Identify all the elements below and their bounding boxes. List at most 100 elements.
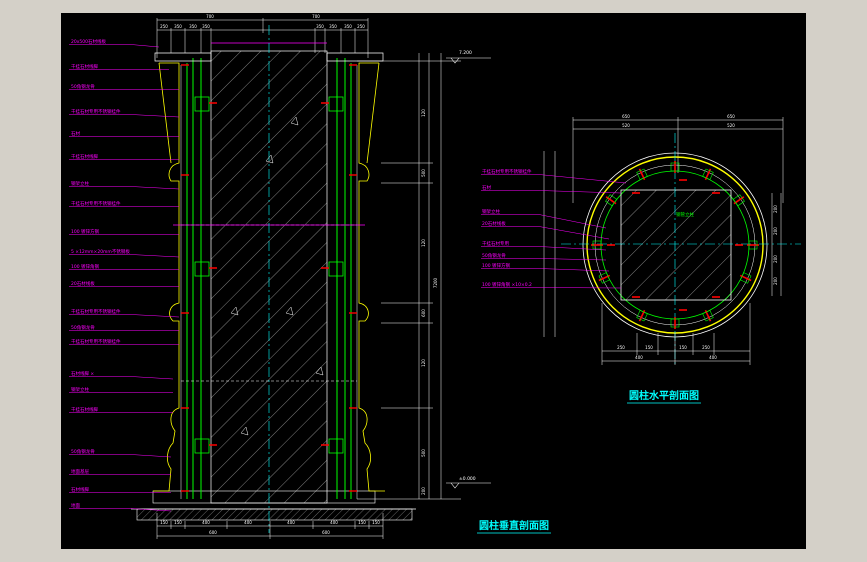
leader-label: 干挂石材线脚	[71, 63, 98, 70]
plan-leader-line	[538, 214, 607, 229]
right-dim-text: 500	[421, 449, 426, 457]
plan-bottom-dim-text: 150	[645, 345, 653, 350]
plan-leader-line	[538, 174, 627, 184]
plan-leader-label: 100 镀锌角钢 ×10×0.2	[482, 281, 532, 288]
elevation-top: 7.200	[459, 50, 472, 56]
vertical-section-title: 圆柱垂直剖面图	[477, 519, 551, 534]
leader-line	[130, 314, 180, 318]
plan-top-dim-text-2: 520	[622, 123, 630, 128]
right-dim-text: 120	[421, 239, 426, 247]
top-dim-text: 350	[329, 24, 337, 29]
top-overall-text: 700	[206, 14, 214, 19]
svg-text:圆柱水平剖面图: 圆柱水平剖面图	[629, 389, 699, 402]
bottom-dim-text: 400	[202, 520, 210, 525]
anchor-plate	[328, 438, 344, 454]
right-dim-text: 120	[421, 359, 426, 367]
leader-line	[130, 114, 180, 118]
leader-line	[130, 44, 160, 48]
plan-right-dim-text: 200	[773, 277, 778, 285]
plan-leader-label: 100 镀锌方钢	[482, 262, 511, 269]
plan-leader-line	[538, 226, 610, 240]
core-markers	[230, 116, 324, 436]
plan-top-dim-text: 650	[727, 114, 735, 119]
horizontal-section-title: 圆柱水平剖面图	[627, 389, 701, 404]
leader-line	[130, 454, 172, 458]
elevation-bottom: ±0.000	[459, 476, 476, 482]
elevation-marks	[446, 57, 491, 489]
plan-leader-label: 钢架立柱	[482, 208, 500, 215]
bottom-dim-text: 400	[287, 520, 295, 525]
leader-label: 地面	[71, 502, 80, 509]
right-dim-text: 500	[421, 169, 426, 177]
leader-label: 100 镀锌角钢	[71, 263, 100, 270]
leader-label: 20石材线板	[71, 280, 95, 287]
right-dim-text: 120	[421, 109, 426, 117]
leader-label: 石材线脚	[71, 486, 89, 493]
plan-bracket	[702, 168, 714, 181]
plan-right-dim-text: 200	[773, 205, 778, 213]
leader-label: 干挂石材线脚	[71, 406, 98, 413]
anchor-brackets	[181, 64, 357, 492]
right-total-text: 7200	[433, 277, 438, 288]
plan-leader-line	[538, 246, 607, 251]
stone-facing-left	[153, 62, 182, 499]
plan-bracket	[592, 240, 602, 250]
leader-label: 50角钢龙骨	[71, 83, 95, 90]
leader-label: 20x500石材线板	[71, 38, 106, 45]
leader-line	[130, 254, 180, 258]
plan-leader-label: 石材	[482, 184, 491, 191]
leader-line	[130, 186, 180, 190]
anchor-plate	[194, 261, 210, 277]
plan-bracket	[670, 162, 680, 172]
plan-bracket	[636, 309, 648, 322]
anchor-plate	[328, 261, 344, 277]
svg-text:圆柱垂直剖面图: 圆柱垂直剖面图	[479, 519, 549, 532]
plan-bracket	[605, 194, 618, 207]
plan-top-dimensions	[572, 117, 784, 203]
plan-top-dim-text-2: 520	[727, 123, 735, 128]
leader-label: 干挂石材专用不锈钢挂件	[71, 200, 121, 207]
plan-bracket	[636, 168, 648, 181]
plan-top-dim-text: 650	[622, 114, 630, 119]
plan-bracket	[598, 272, 611, 284]
plan-bottom-dim-text: 150	[679, 345, 687, 350]
leader-label: 干挂石材专用不锈钢挂件	[71, 338, 121, 345]
plan-leader-line	[538, 268, 610, 272]
bottom-dim-text: 150	[358, 520, 366, 525]
top-overall-text: 700	[312, 14, 320, 19]
plan-leader-line	[538, 287, 622, 289]
plan-core-label: 钢管立柱	[676, 211, 694, 218]
top-dimensions	[156, 18, 369, 58]
top-dim-text: 350	[189, 24, 197, 29]
right-dimension-texts: 120 500 120 600 120 500 200 7200	[421, 109, 438, 495]
plan-leader-line	[538, 258, 607, 261]
plan-bracket	[748, 240, 758, 250]
top-dim-text: 350	[344, 24, 352, 29]
plan-top-dimension-texts: 650 650 520 520	[622, 114, 735, 128]
bottom-dim-text: 400	[330, 520, 338, 525]
leader-line	[130, 376, 174, 380]
leader-label: 50角钢龙骨	[71, 448, 95, 455]
plan-leader-label: 20石材线板	[482, 220, 506, 227]
anchor-plate	[194, 438, 210, 454]
leader-label: 50角钢龙骨	[71, 324, 95, 331]
plan-leader-label: 干挂石材专用不锈钢挂件	[482, 168, 532, 175]
bottom-overall-text: 600	[322, 530, 330, 535]
right-dimension-chain	[357, 53, 461, 500]
right-dim-text: 200	[421, 487, 426, 495]
leader-label: 干挂石材线脚	[71, 153, 98, 160]
plan-core	[620, 189, 732, 301]
plan-side-dimensions	[543, 151, 782, 337]
anchor-plate	[328, 96, 344, 112]
right-dim-text: 600	[421, 309, 426, 317]
bottom-dim-text: 150	[174, 520, 182, 525]
leader-label: 钢架立柱	[71, 180, 89, 187]
